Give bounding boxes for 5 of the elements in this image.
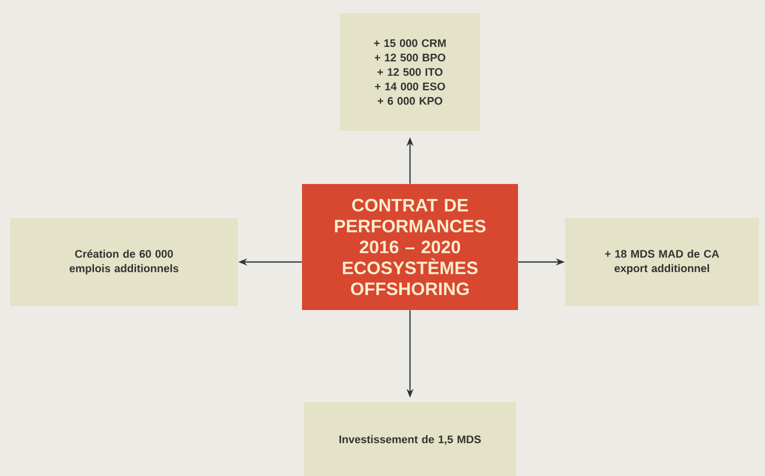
text-box: Création de 60 000 emplois additionnels [10,218,238,306]
text-box: + 18 MDS MAD de CA export additionnel [565,218,759,306]
title-box: CONTRAT DE PERFORMANCES 2016 – 2020 ECOSYSTÈMES OFFSHORING [302,184,518,310]
text-box: Investissement de 1,5 MDS [304,402,516,476]
text-box: + 15 000 CRM + 12 500 BPO + 12 500 ITO + 14 000 ESO + 6 000 KPO [340,13,480,131]
